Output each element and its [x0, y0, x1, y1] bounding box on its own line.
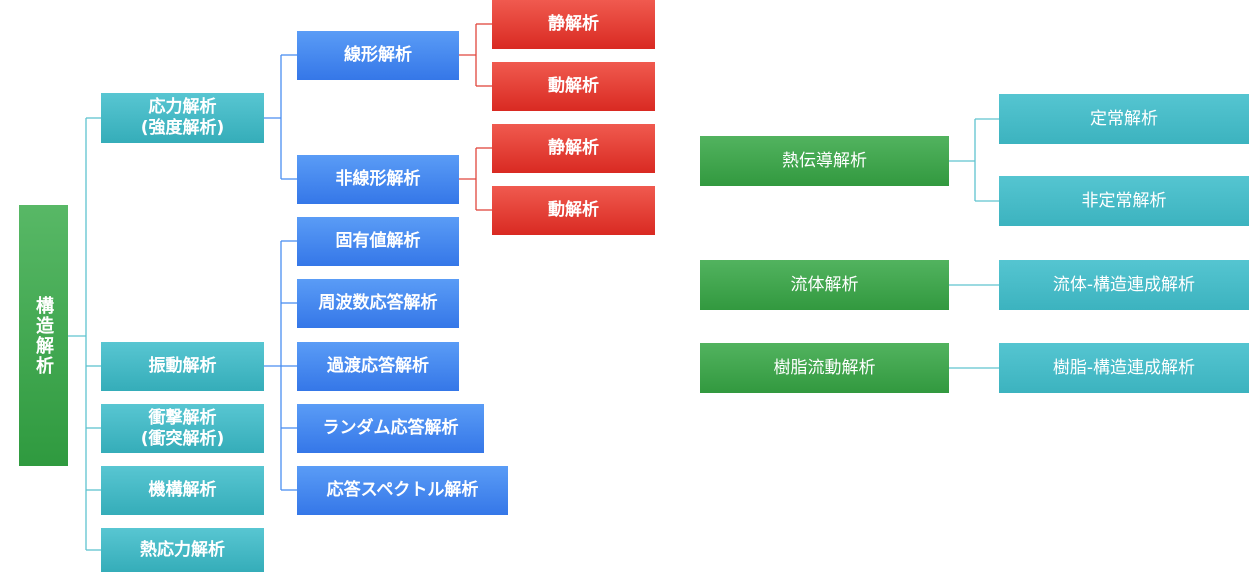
node-steady-analysis: 定常解析	[999, 94, 1249, 144]
node-frequency-response-analysis: 周波数応答解析	[297, 279, 459, 328]
node-fluid-structure-coupled-analysis: 流体-構造連成解析	[999, 260, 1249, 310]
node-label: 応答スペクトル解析	[326, 480, 479, 500]
node-label: 静解析	[548, 14, 599, 34]
node-nonlinear-analysis: 非線形解析	[297, 155, 459, 204]
node-label: 線形解析	[344, 45, 412, 65]
node-label: 応力解析 (強度解析)	[140, 97, 225, 138]
node-response-spectrum-analysis: 応答スペクトル解析	[297, 466, 508, 515]
node-stress-analysis: 応力解析 (強度解析)	[101, 93, 264, 143]
node-nonlinear-static-analysis: 静解析	[492, 124, 655, 173]
node-label: 動解析	[548, 200, 599, 220]
node-resin-flow-analysis: 樹脂流動解析	[700, 343, 949, 393]
node-label: 非定常解析	[1081, 190, 1167, 211]
node-random-response-analysis: ランダム応答解析	[297, 404, 484, 453]
node-impact-analysis: 衝撃解析 (衝突解析)	[101, 404, 264, 453]
node-label: ランダム応答解析	[322, 418, 459, 438]
node-thermal-stress-analysis: 熱応力解析	[101, 528, 264, 572]
node-linear-analysis: 線形解析	[297, 31, 459, 80]
node-label: 静解析	[548, 138, 599, 158]
node-nonlinear-dynamic-analysis: 動解析	[492, 186, 655, 235]
node-label: 過渡応答解析	[327, 356, 429, 376]
node-label: 流体-構造連成解析	[1052, 274, 1196, 295]
node-unsteady-analysis: 非定常解析	[999, 176, 1249, 226]
node-label: 樹脂流動解析	[773, 357, 876, 378]
root-label: 構造解析	[33, 295, 54, 376]
node-label: 機構解析	[148, 480, 217, 500]
node-vibration-analysis: 振動解析	[101, 342, 264, 391]
root-node-structural-analysis: 構造解析	[19, 205, 68, 466]
node-label: 熱応力解析	[140, 539, 225, 560]
node-mechanism-analysis: 機構解析	[101, 466, 264, 515]
node-label: 定常解析	[1090, 108, 1158, 129]
node-label: 熱伝導解析	[782, 150, 867, 171]
node-label: 樹脂-構造連成解析	[1052, 357, 1196, 378]
node-label: 固有値解析	[335, 231, 421, 251]
node-label: 衝撃解析 (衝突解析)	[140, 407, 225, 449]
node-linear-static-analysis: 静解析	[492, 0, 655, 49]
node-label: 振動解析	[148, 356, 217, 376]
node-resin-structure-coupled-analysis: 樹脂-構造連成解析	[999, 343, 1249, 393]
node-label: 動解析	[548, 76, 599, 96]
node-eigenvalue-analysis: 固有値解析	[297, 217, 459, 266]
node-heat-conduction-analysis: 熱伝導解析	[700, 136, 949, 186]
node-label: 流体解析	[790, 274, 859, 295]
node-linear-dynamic-analysis: 動解析	[492, 62, 655, 111]
node-label: 非線形解析	[335, 169, 421, 189]
node-transient-response-analysis: 過渡応答解析	[297, 342, 459, 391]
node-fluid-analysis: 流体解析	[700, 260, 949, 310]
node-label: 周波数応答解析	[318, 293, 438, 313]
